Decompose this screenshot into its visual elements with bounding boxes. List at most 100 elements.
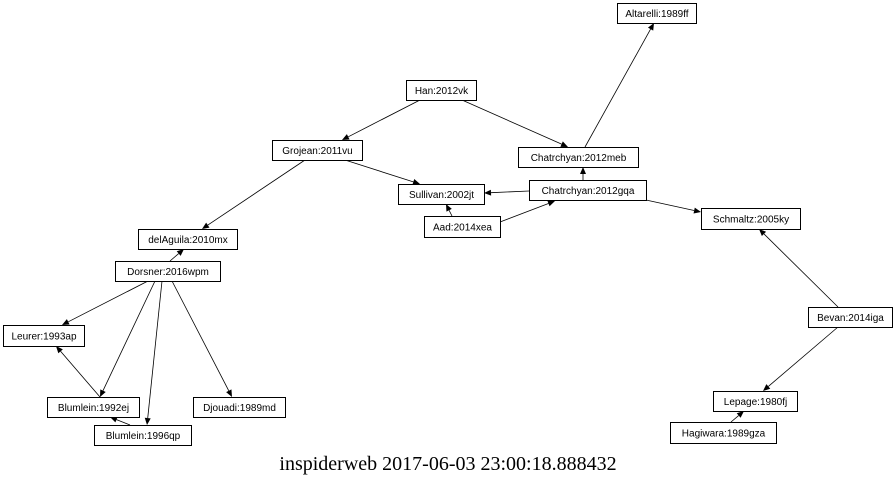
node-box[interactable] <box>138 229 238 250</box>
arrowhead <box>342 134 350 140</box>
node-label: Sullivan:2002jt <box>409 190 474 201</box>
node-label: Blumlein:1992ej <box>58 403 129 414</box>
edge-line <box>68 280 149 323</box>
arrowhead <box>56 346 63 354</box>
edge-dorsner-to-blumlein1996 <box>144 280 163 425</box>
node-label: Chatrchyan:2012meb <box>531 153 627 164</box>
node-label: Blumlein:1996qp <box>106 431 181 442</box>
edge-line <box>490 190 530 194</box>
node-aad[interactable]: Aad:2014xea <box>424 216 501 238</box>
node-altarelli[interactable]: Altarelli:1989ff <box>617 3 697 24</box>
node-box[interactable] <box>670 422 777 444</box>
edge-line <box>584 28 651 148</box>
node-box[interactable] <box>424 216 501 238</box>
node-label: Dorsner:2016wpm <box>127 267 209 278</box>
node-sullivan[interactable]: Sullivan:2002jt <box>398 184 485 205</box>
node-box[interactable] <box>272 140 363 161</box>
arrowhead <box>759 229 767 237</box>
arrowhead <box>100 389 106 397</box>
edge-line <box>499 203 549 223</box>
edge-bevan-to-lepage <box>763 326 839 391</box>
edge-grojean-to-sullivan <box>344 159 420 185</box>
node-box[interactable] <box>47 397 140 418</box>
arrowhead <box>110 416 118 423</box>
node-box[interactable] <box>398 184 485 205</box>
edge-bevan-to-schmaltz <box>759 229 839 308</box>
edge-aad-to-sullivan <box>446 204 453 217</box>
edge-line <box>730 415 739 423</box>
node-box[interactable] <box>193 397 286 418</box>
node-label: Chatrchyan:2012gqa <box>542 186 635 197</box>
node-grojean[interactable]: Grojean:2011vu <box>272 140 363 161</box>
arrowhead <box>202 222 210 229</box>
edge-dorsner-to-blumlein1992 <box>100 280 156 397</box>
arrowhead <box>736 411 744 418</box>
edge-line <box>763 233 839 308</box>
arrowhead <box>763 384 771 391</box>
node-bevan[interactable]: Bevan:2014iga <box>808 307 893 328</box>
node-box[interactable] <box>617 3 697 24</box>
node-label: Lepage:1980fj <box>724 397 787 408</box>
edges-layer <box>56 23 839 426</box>
edge-line <box>448 210 453 217</box>
edge-hagiwara-to-lepage <box>730 411 744 423</box>
node-label: Altarelli:1989ff <box>625 9 688 20</box>
node-box[interactable] <box>94 425 192 446</box>
node-label: delAguila:2010mx <box>148 235 228 246</box>
nodes-layer: Altarelli:1989ffHan:2012vkGrojean:2011vu… <box>3 3 893 446</box>
node-box[interactable] <box>115 261 221 282</box>
node-label: Aad:2014xea <box>433 223 492 234</box>
node-box[interactable] <box>529 180 647 201</box>
node-label: Schmaltz:2005ky <box>713 215 789 226</box>
edge-line <box>171 280 230 391</box>
edge-line <box>645 199 695 211</box>
node-chatrchyan_meb[interactable]: Chatrchyan:2012meb <box>518 147 639 168</box>
edge-chatrchyan_gqa-to-schmaltz <box>645 199 701 214</box>
node-label: Han:2012vk <box>415 86 469 97</box>
node-box[interactable] <box>808 307 893 328</box>
node-delaguila[interactable]: delAguila:2010mx <box>138 229 238 250</box>
edge-line <box>60 351 101 398</box>
edge-han-to-grojean <box>342 99 421 140</box>
node-label: Djouadi:1989md <box>203 403 276 414</box>
node-box[interactable] <box>3 325 85 347</box>
arrowhead <box>484 189 492 196</box>
edge-han-to-chatrchyan_meb <box>461 99 568 147</box>
node-box[interactable] <box>518 147 639 168</box>
arrowhead <box>560 141 568 147</box>
node-blumlein1992[interactable]: Blumlein:1992ej <box>47 397 140 418</box>
node-label: Bevan:2014iga <box>817 313 884 324</box>
node-djouadi[interactable]: Djouadi:1989md <box>193 397 286 418</box>
node-dorsner[interactable]: Dorsner:2016wpm <box>115 261 221 282</box>
node-chatrchyan_gqa[interactable]: Chatrchyan:2012gqa <box>529 180 647 201</box>
node-label: Hagiwara:1989gza <box>682 429 766 440</box>
arrowhead <box>580 167 586 174</box>
edge-blumlein1996-to-blumlein1992 <box>110 416 131 426</box>
edge-dorsner-to-leurer <box>62 280 149 325</box>
node-box[interactable] <box>701 208 801 230</box>
edge-line <box>461 99 562 145</box>
node-label: Leurer:1993ap <box>11 332 76 343</box>
node-hagiwara[interactable]: Hagiwara:1989gza <box>670 422 777 444</box>
node-schmaltz[interactable]: Schmaltz:2005ky <box>701 208 801 230</box>
edge-aad-to-chatrchyan_gqa <box>499 200 555 223</box>
node-box[interactable] <box>713 391 798 412</box>
edge-chatrchyan_gqa-to-chatrchyan_meb <box>580 167 586 180</box>
node-box[interactable] <box>406 80 477 101</box>
node-lepage[interactable]: Lepage:1980fj <box>713 391 798 412</box>
edge-dorsner-to-delaguila <box>169 249 184 262</box>
edge-dorsner-to-djouadi <box>171 280 232 397</box>
node-leurer[interactable]: Leurer:1993ap <box>3 325 85 347</box>
arrowhead <box>647 23 654 31</box>
node-label: Grojean:2011vu <box>282 146 352 157</box>
arrowhead <box>446 204 452 212</box>
edge-grojean-to-delaguila <box>202 159 306 229</box>
edge-chatrchyan_gqa-to-sullivan <box>484 189 530 196</box>
edge-line <box>768 326 839 387</box>
edge-line <box>169 253 179 262</box>
node-blumlein1996[interactable]: Blumlein:1996qp <box>94 425 192 446</box>
arrowhead <box>176 249 184 256</box>
graph-caption: inspiderweb 2017-06-03 23:00:18.888432 <box>279 453 616 475</box>
node-han[interactable]: Han:2012vk <box>406 80 477 101</box>
